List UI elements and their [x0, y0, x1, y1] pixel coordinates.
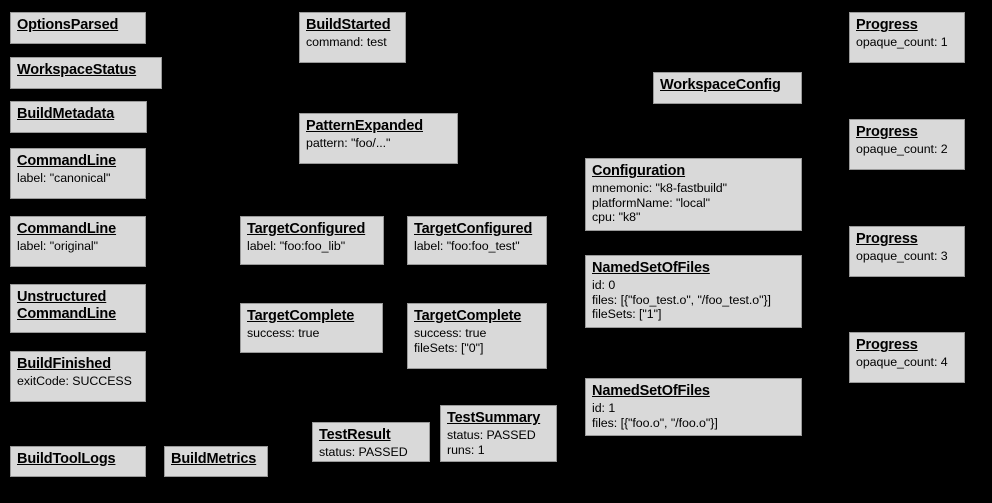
event-node-title: BuildStarted — [306, 17, 391, 33]
event-node-fields: success: true — [247, 326, 320, 341]
event-node-fields: opaque_count: 2 — [856, 142, 948, 157]
event-node-unstructured-command-line[interactable]: Unstructured CommandLine — [10, 284, 146, 333]
event-node-title: TargetComplete — [414, 308, 522, 324]
event-node-title: CommandLine — [17, 221, 117, 237]
event-node-fields: label: "original" — [17, 239, 98, 254]
event-node-build-tool-logs[interactable]: BuildToolLogs — [10, 446, 146, 477]
event-node-fields: mnemonic: "k8-fastbuild" platformName: "… — [592, 181, 728, 225]
event-node-fields: label: "canonical" — [17, 171, 111, 186]
event-node-title: TestResult — [319, 427, 391, 443]
event-node-title: BuildToolLogs — [17, 451, 116, 467]
event-node-build-started[interactable]: BuildStarted command: test — [299, 12, 406, 63]
event-node-fields: status: PASSED runs: 1 — [447, 428, 536, 457]
event-node-fields: id: 0 files: [{"foo_test.o", "/foo_test.… — [592, 278, 771, 322]
event-node-target-configured-foo-test[interactable]: TargetConfigured label: "foo:foo_test" — [407, 216, 547, 265]
event-node-title: Progress — [856, 124, 918, 140]
event-node-workspace-status[interactable]: WorkspaceStatus — [10, 57, 162, 89]
event-node-title: Configuration — [592, 163, 686, 179]
event-node-title: Progress — [856, 231, 918, 247]
event-node-target-configured-foo-lib[interactable]: TargetConfigured label: "foo:foo_lib" — [240, 216, 384, 265]
event-node-fields: opaque_count: 1 — [856, 35, 948, 50]
event-node-command-line-original[interactable]: CommandLine label: "original" — [10, 216, 146, 267]
event-node-target-complete-test[interactable]: TargetComplete success: true fileSets: ["… — [407, 303, 547, 369]
event-node-fields: opaque_count: 4 — [856, 355, 948, 370]
event-node-fields: command: test — [306, 35, 387, 50]
event-node-workspace-config[interactable]: WorkspaceConfig — [653, 72, 802, 104]
event-node-progress-4[interactable]: Progress opaque_count: 4 — [849, 332, 965, 383]
event-node-title: NamedSetOfFiles — [592, 383, 710, 399]
event-node-title: WorkspaceConfig — [660, 77, 781, 93]
event-node-title: TargetConfigured — [414, 221, 533, 237]
event-node-title: WorkspaceStatus — [17, 62, 137, 78]
event-node-test-summary[interactable]: TestSummary status: PASSED runs: 1 — [440, 405, 557, 462]
event-node-title: NamedSetOfFiles — [592, 260, 710, 276]
event-node-target-complete-lib[interactable]: TargetComplete success: true — [240, 303, 383, 353]
event-node-fields: status: PASSED — [319, 445, 408, 460]
event-node-title: BuildMetadata — [17, 106, 115, 122]
event-node-named-set-of-files-0[interactable]: NamedSetOfFiles id: 0 files: [{"foo_test.… — [585, 255, 802, 328]
event-node-fields: success: true fileSets: ["0"] — [414, 326, 487, 355]
event-node-title: CommandLine — [17, 153, 117, 169]
event-node-fields: pattern: "foo/..." — [306, 136, 391, 151]
event-node-fields: opaque_count: 3 — [856, 249, 948, 264]
event-node-pattern-expanded[interactable]: PatternExpanded pattern: "foo/..." — [299, 113, 458, 164]
event-node-title: BuildFinished — [17, 356, 111, 372]
event-node-title: PatternExpanded — [306, 118, 423, 134]
event-node-title: TestSummary — [447, 410, 541, 426]
event-node-build-metadata[interactable]: BuildMetadata — [10, 101, 147, 133]
event-node-title: TargetConfigured — [247, 221, 366, 237]
event-node-title: Unstructured CommandLine — [17, 289, 117, 323]
event-node-fields: label: "foo:foo_test" — [414, 239, 520, 254]
event-node-options-parsed[interactable]: OptionsParsed — [10, 12, 146, 44]
event-node-fields: exitCode: SUCCESS — [17, 374, 132, 389]
event-node-build-finished[interactable]: BuildFinished exitCode: SUCCESS — [10, 351, 146, 402]
event-node-title: Progress — [856, 337, 918, 353]
event-node-configuration[interactable]: Configuration mnemonic: "k8-fastbuild" pl… — [585, 158, 802, 231]
event-node-title: OptionsParsed — [17, 17, 119, 33]
event-node-progress-3[interactable]: Progress opaque_count: 3 — [849, 226, 965, 277]
event-node-progress-2[interactable]: Progress opaque_count: 2 — [849, 119, 965, 170]
event-node-progress-1[interactable]: Progress opaque_count: 1 — [849, 12, 965, 63]
event-node-title: TargetComplete — [247, 308, 355, 324]
event-node-title: BuildMetrics — [171, 451, 257, 467]
event-node-build-metrics[interactable]: BuildMetrics — [164, 446, 268, 477]
event-node-test-result[interactable]: TestResult status: PASSED — [312, 422, 430, 462]
event-node-fields: label: "foo:foo_lib" — [247, 239, 346, 254]
event-node-fields: id: 1 files: [{"foo.o", "/foo.o"}] — [592, 401, 718, 430]
event-node-command-line-canonical[interactable]: CommandLine label: "canonical" — [10, 148, 146, 199]
event-node-named-set-of-files-1[interactable]: NamedSetOfFiles id: 1 files: [{"foo.o", "… — [585, 378, 802, 436]
event-node-title: Progress — [856, 17, 918, 33]
